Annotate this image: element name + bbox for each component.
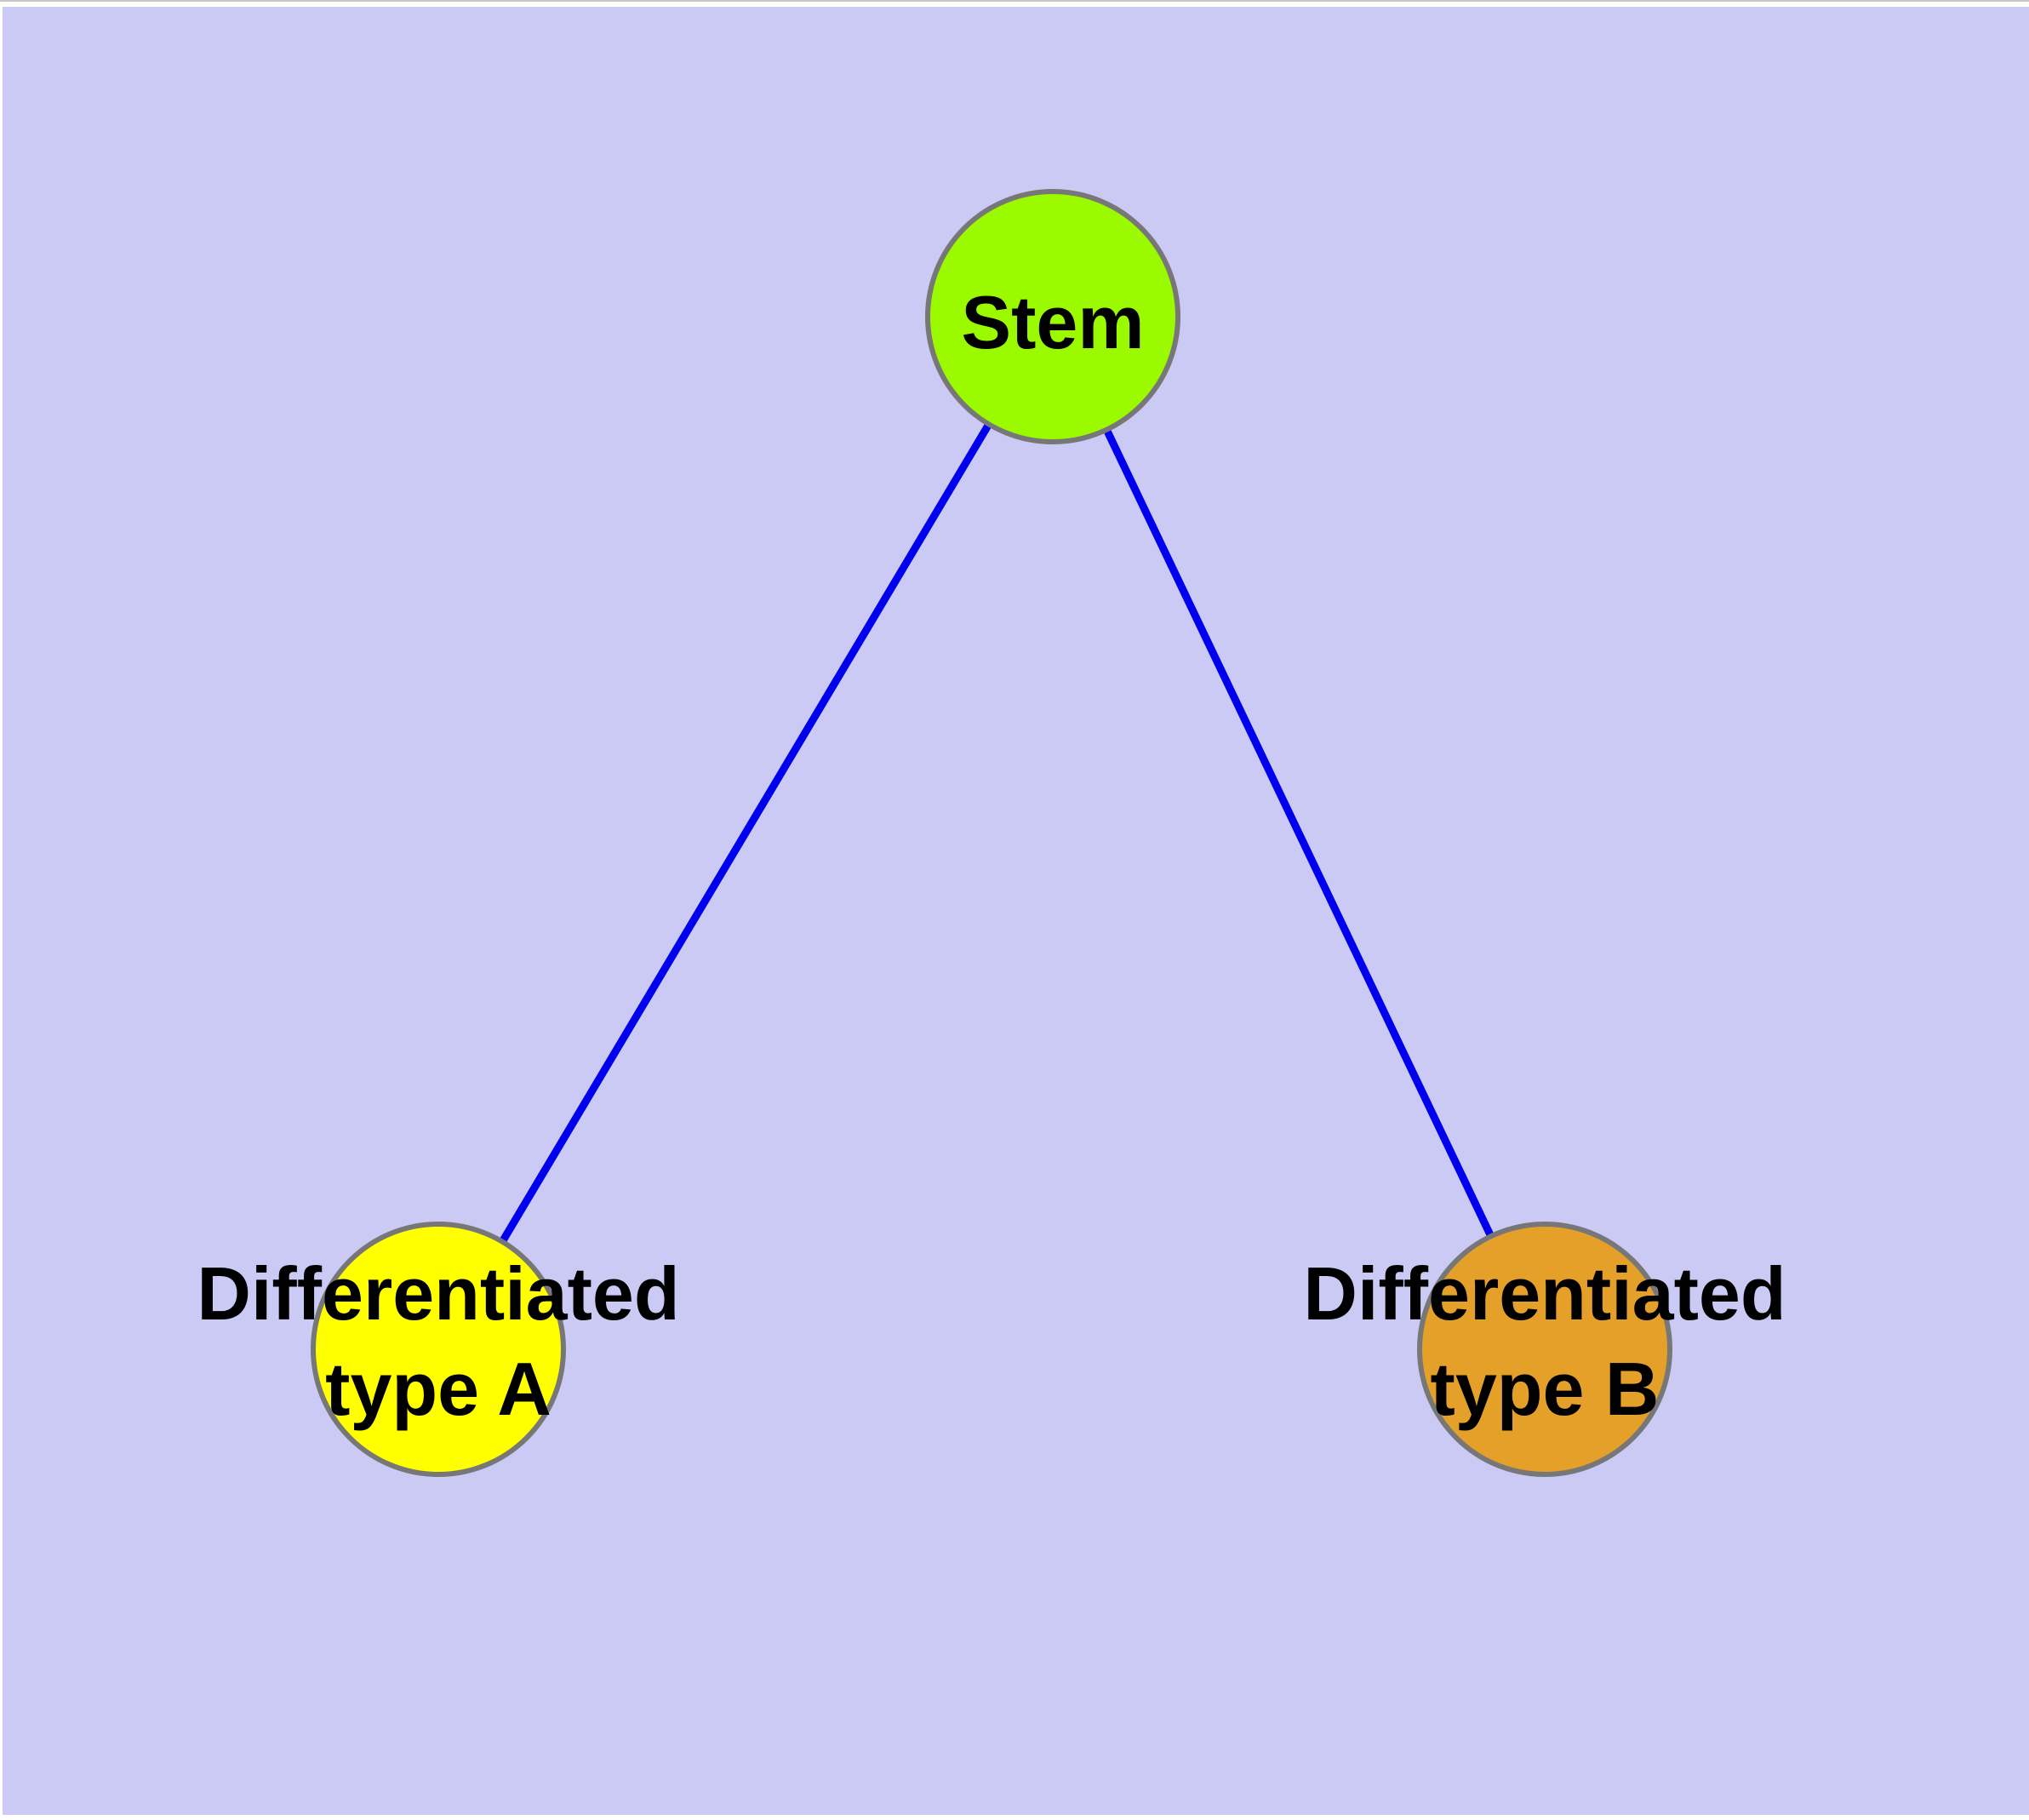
node-type-a-label-line2: type A — [325, 1347, 552, 1431]
edge-stem-to-type-a — [435, 314, 1056, 1352]
top-hairline — [0, 0, 2029, 2]
node-type-a-label-line1: Differentiated — [197, 1251, 679, 1336]
node-type-b-label-line1: Differentiated — [1303, 1251, 1786, 1336]
edge-group — [435, 314, 1549, 1352]
node-group — [311, 189, 1672, 1477]
node-stem — [925, 189, 1180, 444]
node-differentiated-type-b — [1417, 1222, 1672, 1477]
edge-stem-to-type-b — [1049, 315, 1549, 1351]
node-stem-label: Stem — [961, 280, 1144, 364]
label-group: Stem Differentiated type A Differentiate… — [197, 280, 1786, 1431]
node-differentiated-type-a — [311, 1222, 566, 1477]
node-type-b-label-line2: type B — [1431, 1347, 1660, 1431]
